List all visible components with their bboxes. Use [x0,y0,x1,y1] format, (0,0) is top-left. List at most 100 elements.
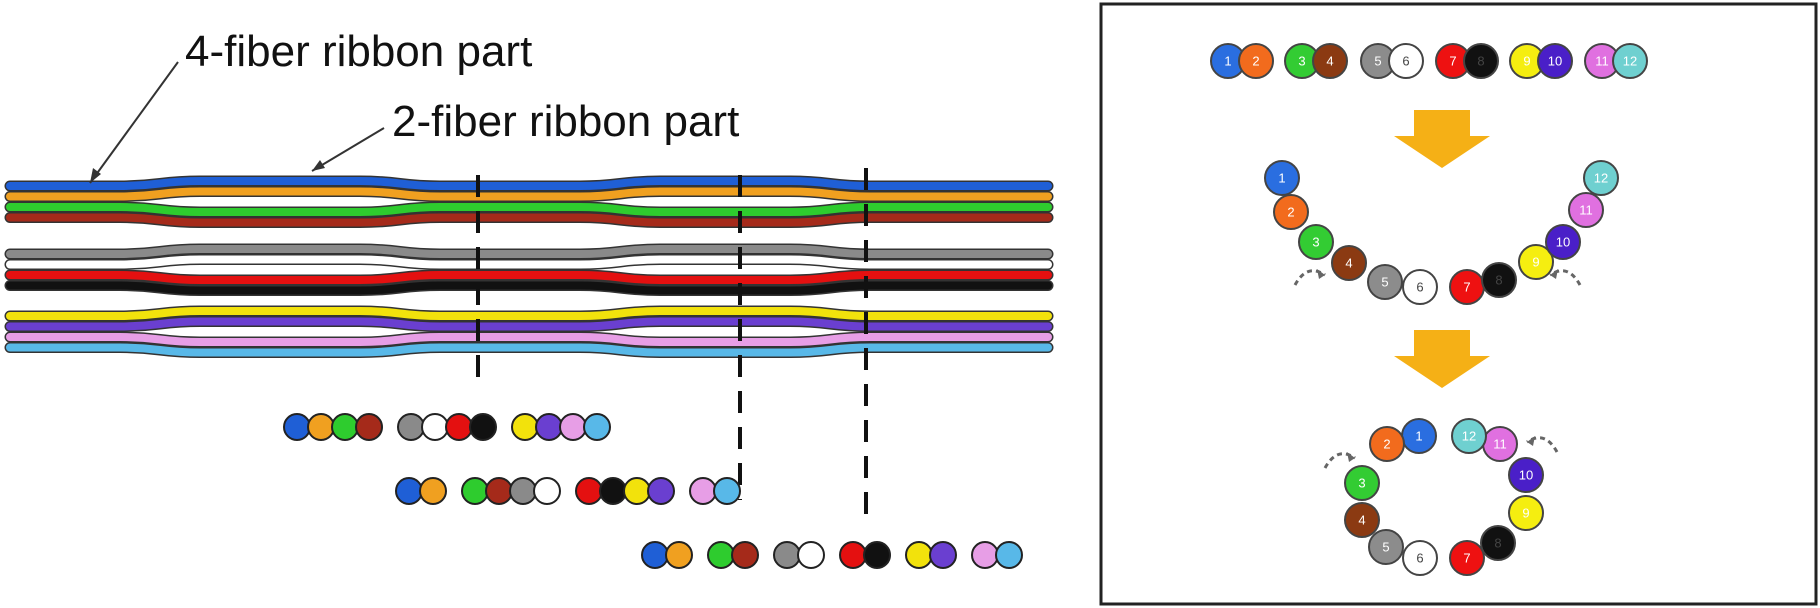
cross-section-fiber-2 [307,413,335,441]
fiber-8 [6,281,1052,295]
ribbon-side-view [4,168,1054,569]
fiber-2 [6,187,1052,201]
rotate-arrow-right-2 [1526,436,1559,453]
cross-section-fiber-11 [689,477,717,505]
panel-fiber-1 [1264,160,1300,196]
cross-section-fiber-11 [971,541,999,569]
panel-fiber-number-11: 11 [1595,54,1609,69]
cross-section-fiber-5 [773,541,801,569]
fiber-5 [6,245,1052,258]
fiber-9 [6,307,1052,320]
panel-fiber-3 [1344,465,1380,501]
four-fiber-arrowhead [90,168,101,183]
panel-fiber-number-4: 4 [1326,54,1333,69]
panel-fiber-number-9: 9 [1532,255,1539,270]
cross-section-fiber-9 [623,477,651,505]
panel-fiber-7 [1449,540,1485,576]
cross-section-fiber-9 [511,413,539,441]
panel-fiber-2 [1238,43,1274,79]
panel-fiber-number-3: 3 [1298,54,1305,69]
panel-fiber-number-12: 12 [1462,429,1476,444]
panel-fiber-number-6: 6 [1416,551,1423,566]
panel-fiber-number-11: 11 [1579,203,1593,218]
panel-fiber-number-6: 6 [1402,54,1409,69]
rolling-process-panel [1099,2,1818,606]
down-arrow-1 [1394,110,1490,168]
cross-section-fiber-8 [469,413,497,441]
cross-section-fiber-3 [461,477,489,505]
fiber-4 [6,213,1052,227]
cross-section-fiber-7 [445,413,473,441]
two-fiber-ribbon-label: 2-fiber ribbon part [392,97,739,146]
panel-fiber-number-6: 6 [1416,280,1423,295]
panel-fiber-number-9: 9 [1523,54,1530,69]
cross-section-fiber-7 [575,477,603,505]
rotate-arrow-left-2 [1323,452,1356,469]
panel-fiber-number-10: 10 [1556,235,1570,250]
panel-fiber-6 [1402,540,1438,576]
panel-fiber-number-4: 4 [1345,256,1352,271]
rotate-arrow-right-2-head [1527,436,1535,446]
panel-fiber-number-10: 10 [1548,54,1562,69]
panel-fiber-number-1: 1 [1278,171,1285,186]
panel-fiber-8 [1463,43,1499,79]
panel-fiber-4 [1331,245,1367,281]
rotate-arrow-left-1-head [1317,269,1325,279]
panel-fiber-number-3: 3 [1312,235,1319,250]
panel-fiber-2 [1273,194,1309,230]
cross-section-fiber-10 [647,477,675,505]
panel-fiber-number-11: 11 [1493,437,1507,452]
fiber-6 [6,255,1052,269]
panel-fiber-11 [1568,192,1604,228]
rotate-arrow-left-1 [1293,269,1326,286]
panel-fiber-number-7: 7 [1463,280,1470,295]
rotate-arrow-left-2-head [1347,452,1355,462]
cross-section-fiber-8 [863,541,891,569]
cross-section-fiber-10 [535,413,563,441]
panel-fiber-4 [1312,43,1348,79]
panel-fiber-2 [1369,426,1405,462]
panel-fiber-10 [1508,457,1544,493]
fiber-12 [6,343,1052,357]
down-arrow-2 [1394,330,1490,388]
panel-fiber-number-2: 2 [1252,54,1259,69]
panel-fiber-number-12: 12 [1594,171,1608,186]
cross-section-fiber-9 [905,541,933,569]
cross-section-fiber-1 [641,541,669,569]
panel-fiber-8 [1481,262,1517,298]
cross-section-fiber-2 [419,477,447,505]
panel-fiber-10 [1545,224,1581,260]
panel-fiber-4 [1344,502,1380,538]
panel-fiber-10 [1537,43,1573,79]
panel-fiber-12 [1451,418,1487,454]
fiber-7 [6,271,1052,284]
four-fiber-ribbon-label: 4-fiber ribbon part [185,27,532,76]
panel-fiber-12 [1612,43,1648,79]
two-fiber-pointer-line [311,127,385,172]
cross-section-fiber-6 [533,477,561,505]
fiber-10 [6,317,1052,331]
panel-fiber-number-5: 5 [1381,275,1388,290]
cross-section-fiber-10 [929,541,957,569]
four-fiber-pointer-line [89,61,179,184]
cross-section-fiber-12 [713,477,741,505]
cross-section-fiber-1 [283,413,311,441]
fiber-11 [6,333,1052,346]
panel-fiber-number-1: 1 [1415,429,1422,444]
panel-fiber-number-7: 7 [1449,54,1456,69]
cross-section-fiber-5 [509,477,537,505]
panel-fiber-9 [1518,244,1554,280]
rotate-arrow-right-1-head [1550,269,1558,279]
panel-fiber-number-10: 10 [1519,468,1533,483]
panel-fiber-number-8: 8 [1495,273,1502,288]
two-fiber-arrowhead [312,160,325,171]
cross-section-fiber-8 [599,477,627,505]
panel-fiber-number-5: 5 [1374,54,1381,69]
panel-fiber-number-2: 2 [1383,437,1390,452]
panel-fiber-5 [1368,529,1404,565]
cross-section-fiber-4 [485,477,513,505]
cross-section-fiber-4 [731,541,759,569]
cross-section-fiber-12 [995,541,1023,569]
